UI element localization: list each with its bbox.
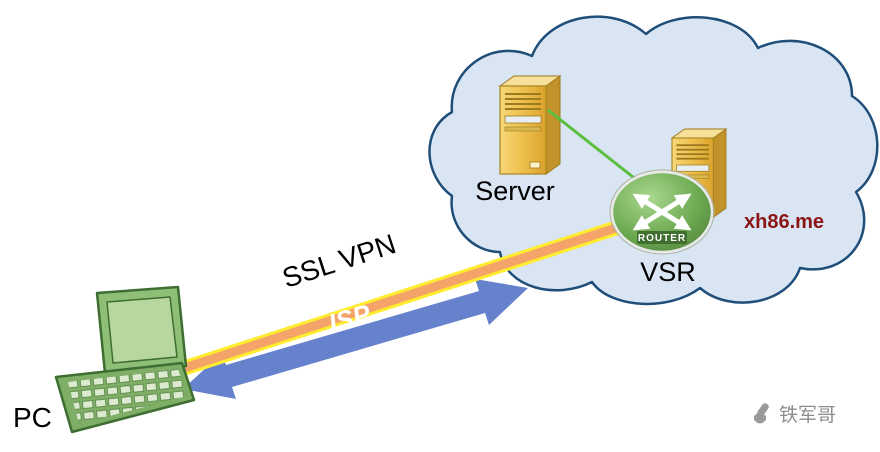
vsr-label: VSR	[640, 257, 696, 287]
laptop-keyboard	[68, 369, 187, 424]
laptop-screen	[106, 296, 178, 364]
site-watermark: xh86.me	[744, 211, 824, 233]
author-watermark: 铁军哥	[754, 403, 836, 426]
author-watermark-text: 铁军哥	[779, 404, 836, 426]
router-icon: ROUTER	[609, 169, 715, 255]
router-label: ROUTER	[638, 233, 686, 244]
router-label-band	[637, 231, 687, 244]
laptop-icon	[54, 285, 196, 434]
server-label: Server	[475, 176, 555, 206]
hand-mic-icon	[754, 403, 769, 424]
ssl-vpn-tunnel	[167, 221, 627, 377]
ssl-vpn-label: SSL VPN	[279, 228, 400, 294]
pc-label: PC	[13, 402, 52, 433]
isp-arrow	[183, 279, 528, 399]
server-icon	[499, 75, 561, 175]
